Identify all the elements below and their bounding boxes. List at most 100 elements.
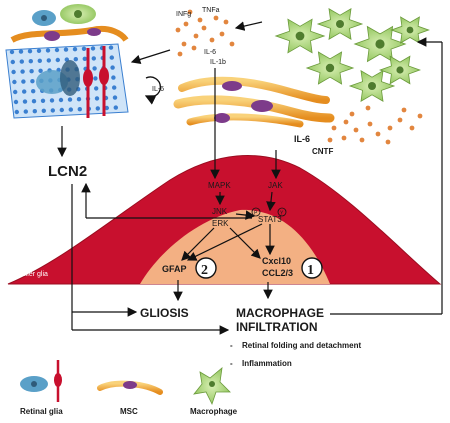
ifng-label: INFg (176, 11, 191, 18)
macrophage-nucleus (295, 31, 305, 41)
lipid-head (92, 66, 97, 71)
retina-illustration (5, 4, 129, 119)
cytokine-dot (397, 117, 403, 123)
lipid-head (38, 68, 43, 74)
lipid-head (68, 107, 74, 112)
legend: Retinal glia MSC Macrophage (20, 360, 238, 416)
mapk-label: MAPK (208, 181, 231, 190)
cytokine-dot (223, 19, 229, 25)
muller-glia-mound: Muller glia (7, 155, 442, 285)
retinal-glia-soma (83, 69, 93, 87)
lipid-head (54, 47, 60, 53)
cytokine-dot (387, 125, 393, 131)
gfap-label: GFAP (162, 264, 187, 274)
cytokine-dot (365, 105, 371, 111)
lipid-head (27, 49, 33, 54)
lipid-head (32, 109, 37, 114)
cytokine-dot (401, 107, 407, 113)
msc-nucleus (222, 81, 242, 91)
lipid-head (22, 99, 28, 104)
phospho-y-icon (277, 207, 287, 217)
cytokine-dot (417, 113, 423, 119)
lipid-head (45, 48, 51, 53)
msc-cell (10, 26, 129, 43)
legend-macrophage-label: Macrophage (190, 407, 238, 416)
lipid-head (67, 97, 73, 102)
badge-1-label: 1 (307, 263, 314, 278)
cytokine-cluster-right (327, 105, 423, 145)
cntf-label: CNTF (312, 147, 333, 156)
lipid-head (49, 98, 55, 103)
lipid-head (112, 85, 117, 90)
tnfa-label: TNFa (202, 7, 220, 14)
msc-nucleus (87, 28, 101, 36)
cytokine-dot (177, 51, 183, 57)
legend-msc-icon (97, 380, 163, 395)
lipid-head (31, 99, 37, 104)
lipid-head (59, 107, 64, 113)
macrophage-cluster (274, 8, 430, 102)
lipid-head (23, 109, 28, 114)
jnk-label: JNK (212, 207, 228, 216)
lipid-head (9, 49, 15, 55)
il6-right-label: IL-6 (294, 134, 310, 144)
msc-nucleus (44, 31, 60, 41)
msc-nucleus (214, 113, 230, 123)
retinal-glia-cell (36, 70, 68, 94)
lipid-head (95, 106, 101, 111)
cytokine-dot (341, 135, 347, 141)
lipid-head (94, 96, 100, 101)
macrophage-nucleus (74, 10, 82, 18)
outcome-item: Inflammation (242, 359, 292, 368)
macrophage-nucleus (325, 63, 335, 73)
lipid-head (13, 99, 19, 105)
cytokine-dot (175, 27, 181, 33)
lipid-head (93, 76, 98, 81)
lipid-head (50, 108, 55, 113)
lipid-head (58, 97, 64, 103)
cxcl10-label: Cxcl10 (262, 256, 291, 266)
lipid-head (28, 59, 33, 64)
msc-nucleus (251, 100, 273, 112)
cytokine-dot (219, 31, 225, 37)
lipid-head (10, 59, 15, 65)
phospho-p-label: P (254, 211, 258, 217)
lipid-head (104, 105, 110, 111)
cytokine-dot (385, 139, 391, 145)
macrophage-nucleus (406, 26, 414, 34)
lipid-head (22, 89, 27, 94)
cytokine-dot (353, 127, 359, 133)
cytokine-dot (359, 137, 365, 143)
lipid-head (40, 98, 46, 104)
lipid-head (82, 56, 88, 61)
lipid-head (72, 47, 78, 52)
lipid-head (109, 55, 115, 60)
cytokine-dot (181, 41, 187, 47)
lipid-head (111, 75, 116, 80)
il6-loop-arrow (144, 76, 162, 105)
outcome-bullet: - (230, 359, 233, 368)
cytokine-dot (375, 131, 381, 137)
legend-msc-label: MSC (120, 407, 138, 416)
muller-glia-label: Muller glia (16, 271, 48, 278)
macrophage-infiltration-line1: MACROPHAGE (236, 306, 324, 320)
macrophage-nucleus (336, 20, 344, 28)
lipid-head (81, 46, 87, 51)
lipid-head (30, 79, 35, 84)
macrophage-nucleus (368, 82, 376, 90)
macrophage-nucleus (375, 39, 385, 49)
erk-label: ERK (212, 219, 229, 228)
badge-1 (301, 257, 323, 279)
cytokine-dot (187, 9, 193, 15)
lipid-head (18, 49, 24, 54)
badge-2-label: 2 (201, 263, 208, 278)
lipid-head (63, 47, 69, 52)
lipid-head (19, 59, 24, 64)
macrophage-nucleus (396, 66, 404, 74)
msc-cluster (173, 76, 335, 128)
legend-retinal-glia-label: Retinal glia (20, 407, 63, 416)
il1b-label: IL-1b (210, 59, 226, 66)
macrophage-infiltration-line2: INFILTRATION (236, 320, 318, 334)
